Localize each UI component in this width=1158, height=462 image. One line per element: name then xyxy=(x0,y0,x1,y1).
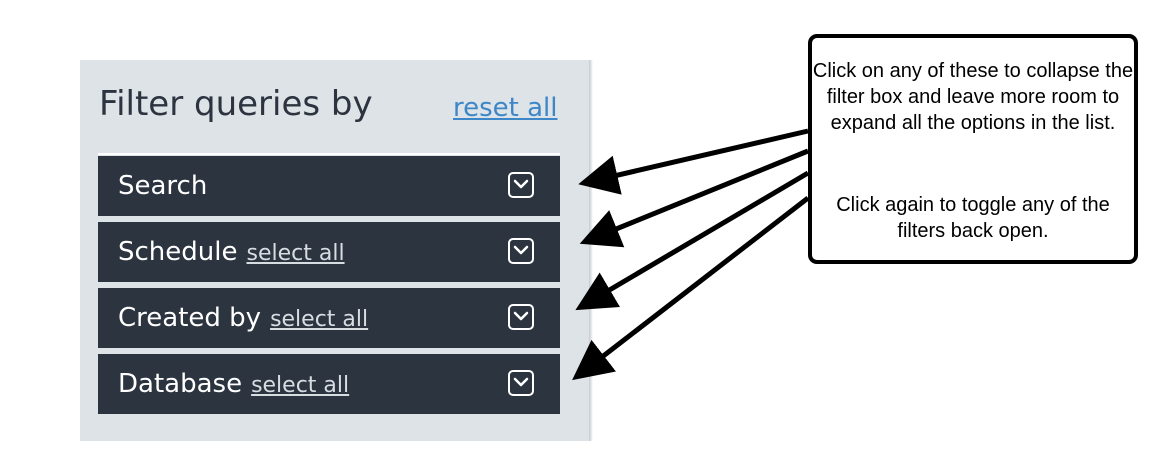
callout-text-1: Click on any of these to collapse the fi… xyxy=(812,60,1134,134)
chevron-down-icon[interactable] xyxy=(508,238,534,264)
filter-row-label: Search xyxy=(118,171,208,201)
filter-row-created-by[interactable]: Created by select all xyxy=(98,288,560,348)
filter-row-label: Schedule xyxy=(118,237,238,267)
panel-shadow xyxy=(589,60,593,441)
filter-row-search[interactable]: Search xyxy=(98,156,560,216)
select-all-link[interactable]: select all xyxy=(270,307,369,332)
select-all-link[interactable]: select all xyxy=(246,241,345,266)
arrow-icon xyxy=(578,128,809,195)
filter-row-label: Created by xyxy=(118,303,262,333)
arrow-icon xyxy=(575,170,810,311)
arrow-icon xyxy=(572,196,810,381)
callout-box: Click on any of these to collapse the fi… xyxy=(808,34,1138,264)
panel-title: Filter queries by xyxy=(99,84,373,124)
divider xyxy=(98,153,560,155)
chevron-down-icon[interactable] xyxy=(508,304,534,330)
arrow-icon xyxy=(579,148,809,248)
callout-text-2: Click again to toggle any of the filters… xyxy=(836,194,1110,242)
filter-row-schedule[interactable]: Schedule select all xyxy=(98,222,560,282)
chevron-down-icon[interactable] xyxy=(508,370,534,396)
filter-row-database[interactable]: Database select all xyxy=(98,354,560,414)
filter-row-label: Database xyxy=(118,369,243,399)
filter-panel: Filter queries by reset all Search Sched… xyxy=(80,60,589,441)
reset-all-link[interactable]: reset all xyxy=(453,93,558,123)
select-all-link[interactable]: select all xyxy=(251,373,350,398)
chevron-down-icon[interactable] xyxy=(508,172,534,198)
